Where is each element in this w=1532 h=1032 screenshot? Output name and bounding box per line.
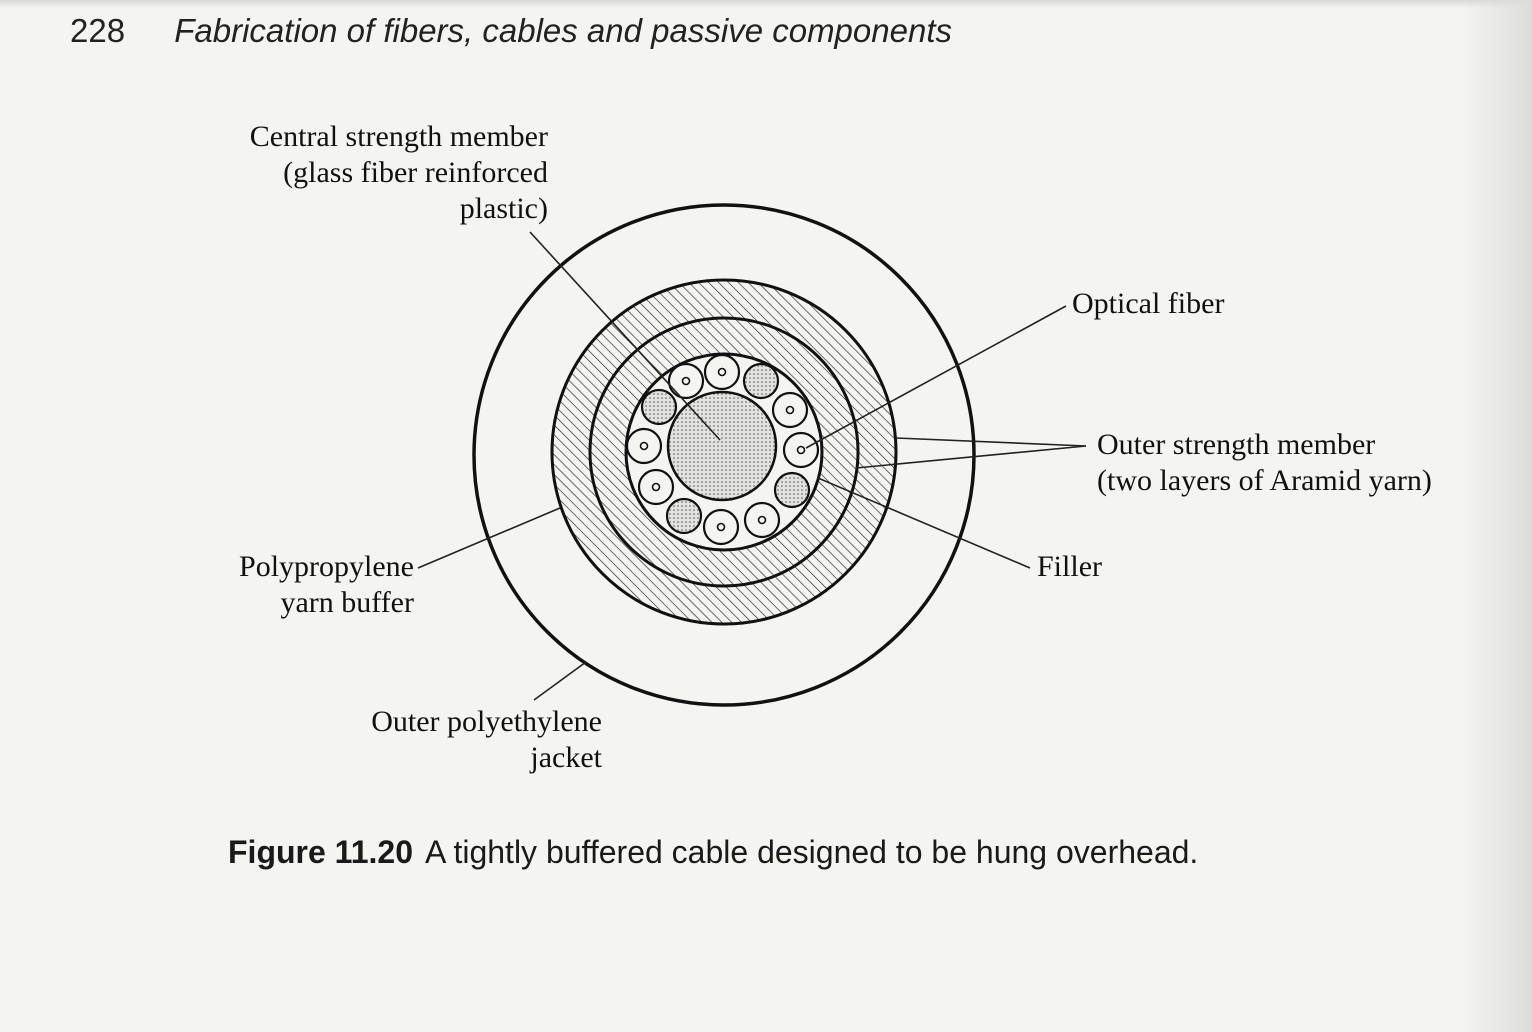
leader-outer-strength-1: [895, 437, 1087, 447]
chapter-title: Fabrication of fibers, cables and passiv…: [174, 12, 952, 49]
leader-lines: [417, 231, 1087, 701]
optical-fiber-unit: [743, 501, 781, 539]
optical-fiber-unit: [771, 391, 809, 429]
optical-fiber-unit: [667, 362, 705, 400]
leader-central-strength: [529, 231, 721, 441]
label-polypropylene-buffer: Polypropylene yarn buffer: [239, 550, 414, 619]
leader-outer-jacket: [533, 661, 587, 701]
leader-optical-fiber: [805, 305, 1067, 449]
optical-fiber-unit: [782, 431, 820, 469]
label-filler: Filler: [1037, 550, 1102, 583]
page-top-shadow: [0, 0, 1532, 8]
page-binding-shadow: [1462, 0, 1532, 1032]
filler-unit: [773, 471, 811, 509]
label-central-strength-member: Central strength member (glass fiber rei…: [249, 120, 548, 225]
leader-filler: [817, 477, 1031, 569]
fiber-ring: [625, 353, 820, 546]
optical-fiber-unit: [703, 353, 741, 391]
page-number: 228: [70, 12, 126, 49]
figure-caption-text: A tightly buffered cable designed to be …: [424, 834, 1199, 870]
filler-unit: [742, 362, 780, 400]
running-head: 228 Fabrication of fibers, cables and pa…: [70, 12, 952, 50]
central-strength-member: [666, 390, 778, 502]
label-outer-strength-member: Outer strength member (two layers of Ara…: [1097, 428, 1432, 497]
optical-fiber-unit: [637, 468, 675, 506]
filler-unit: [665, 497, 703, 535]
leader-polypropylene: [417, 507, 561, 569]
optical-fiber-unit: [625, 427, 663, 465]
filler-unit: [640, 388, 678, 426]
label-outer-jacket: Outer polyethylene jacket: [371, 705, 602, 774]
leader-outer-strength-2: [855, 445, 1087, 469]
label-optical-fiber: Optical fiber: [1072, 287, 1225, 320]
optical-fiber-unit: [702, 508, 740, 546]
figure-number: Figure 11.20: [228, 834, 413, 870]
figure-caption: Figure 11.20 A tightly buffered cable des…: [228, 834, 1198, 871]
